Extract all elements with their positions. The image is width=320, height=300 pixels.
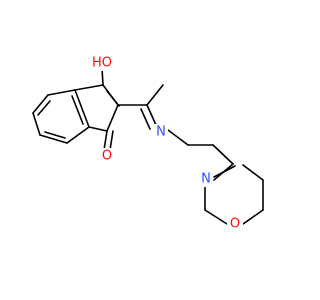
methyl-bond (146, 84, 164, 106)
carbonyl-oxygen-label: O (99, 148, 115, 164)
carbonyl-oxygen-text: O (102, 149, 112, 164)
imine-nitrogen-label: N (154, 124, 168, 140)
benzene-ring (32, 89, 90, 144)
hydroxyl-label: HO (90, 55, 114, 71)
imine-bond-double (140, 108, 151, 130)
structure-canvas: HO O N N O (32, 55, 264, 232)
amine-nitrogen-label: N (199, 171, 213, 187)
molecule-diagram: HO O N N O (32, 55, 264, 232)
imine-nitrogen-text: N (156, 125, 166, 140)
five-membered-ring (74, 84, 120, 132)
morpholine-ring (204, 164, 264, 225)
ring-oxygen-label: O (227, 216, 243, 232)
ring-oxygen-text: O (230, 217, 240, 232)
ketone-bond-double (109, 130, 114, 151)
imine-bond (146, 104, 157, 126)
ketone-bond (103, 130, 108, 151)
hydroxyl-text: HO (92, 56, 112, 71)
amine-nitrogen-text: N (201, 172, 211, 187)
